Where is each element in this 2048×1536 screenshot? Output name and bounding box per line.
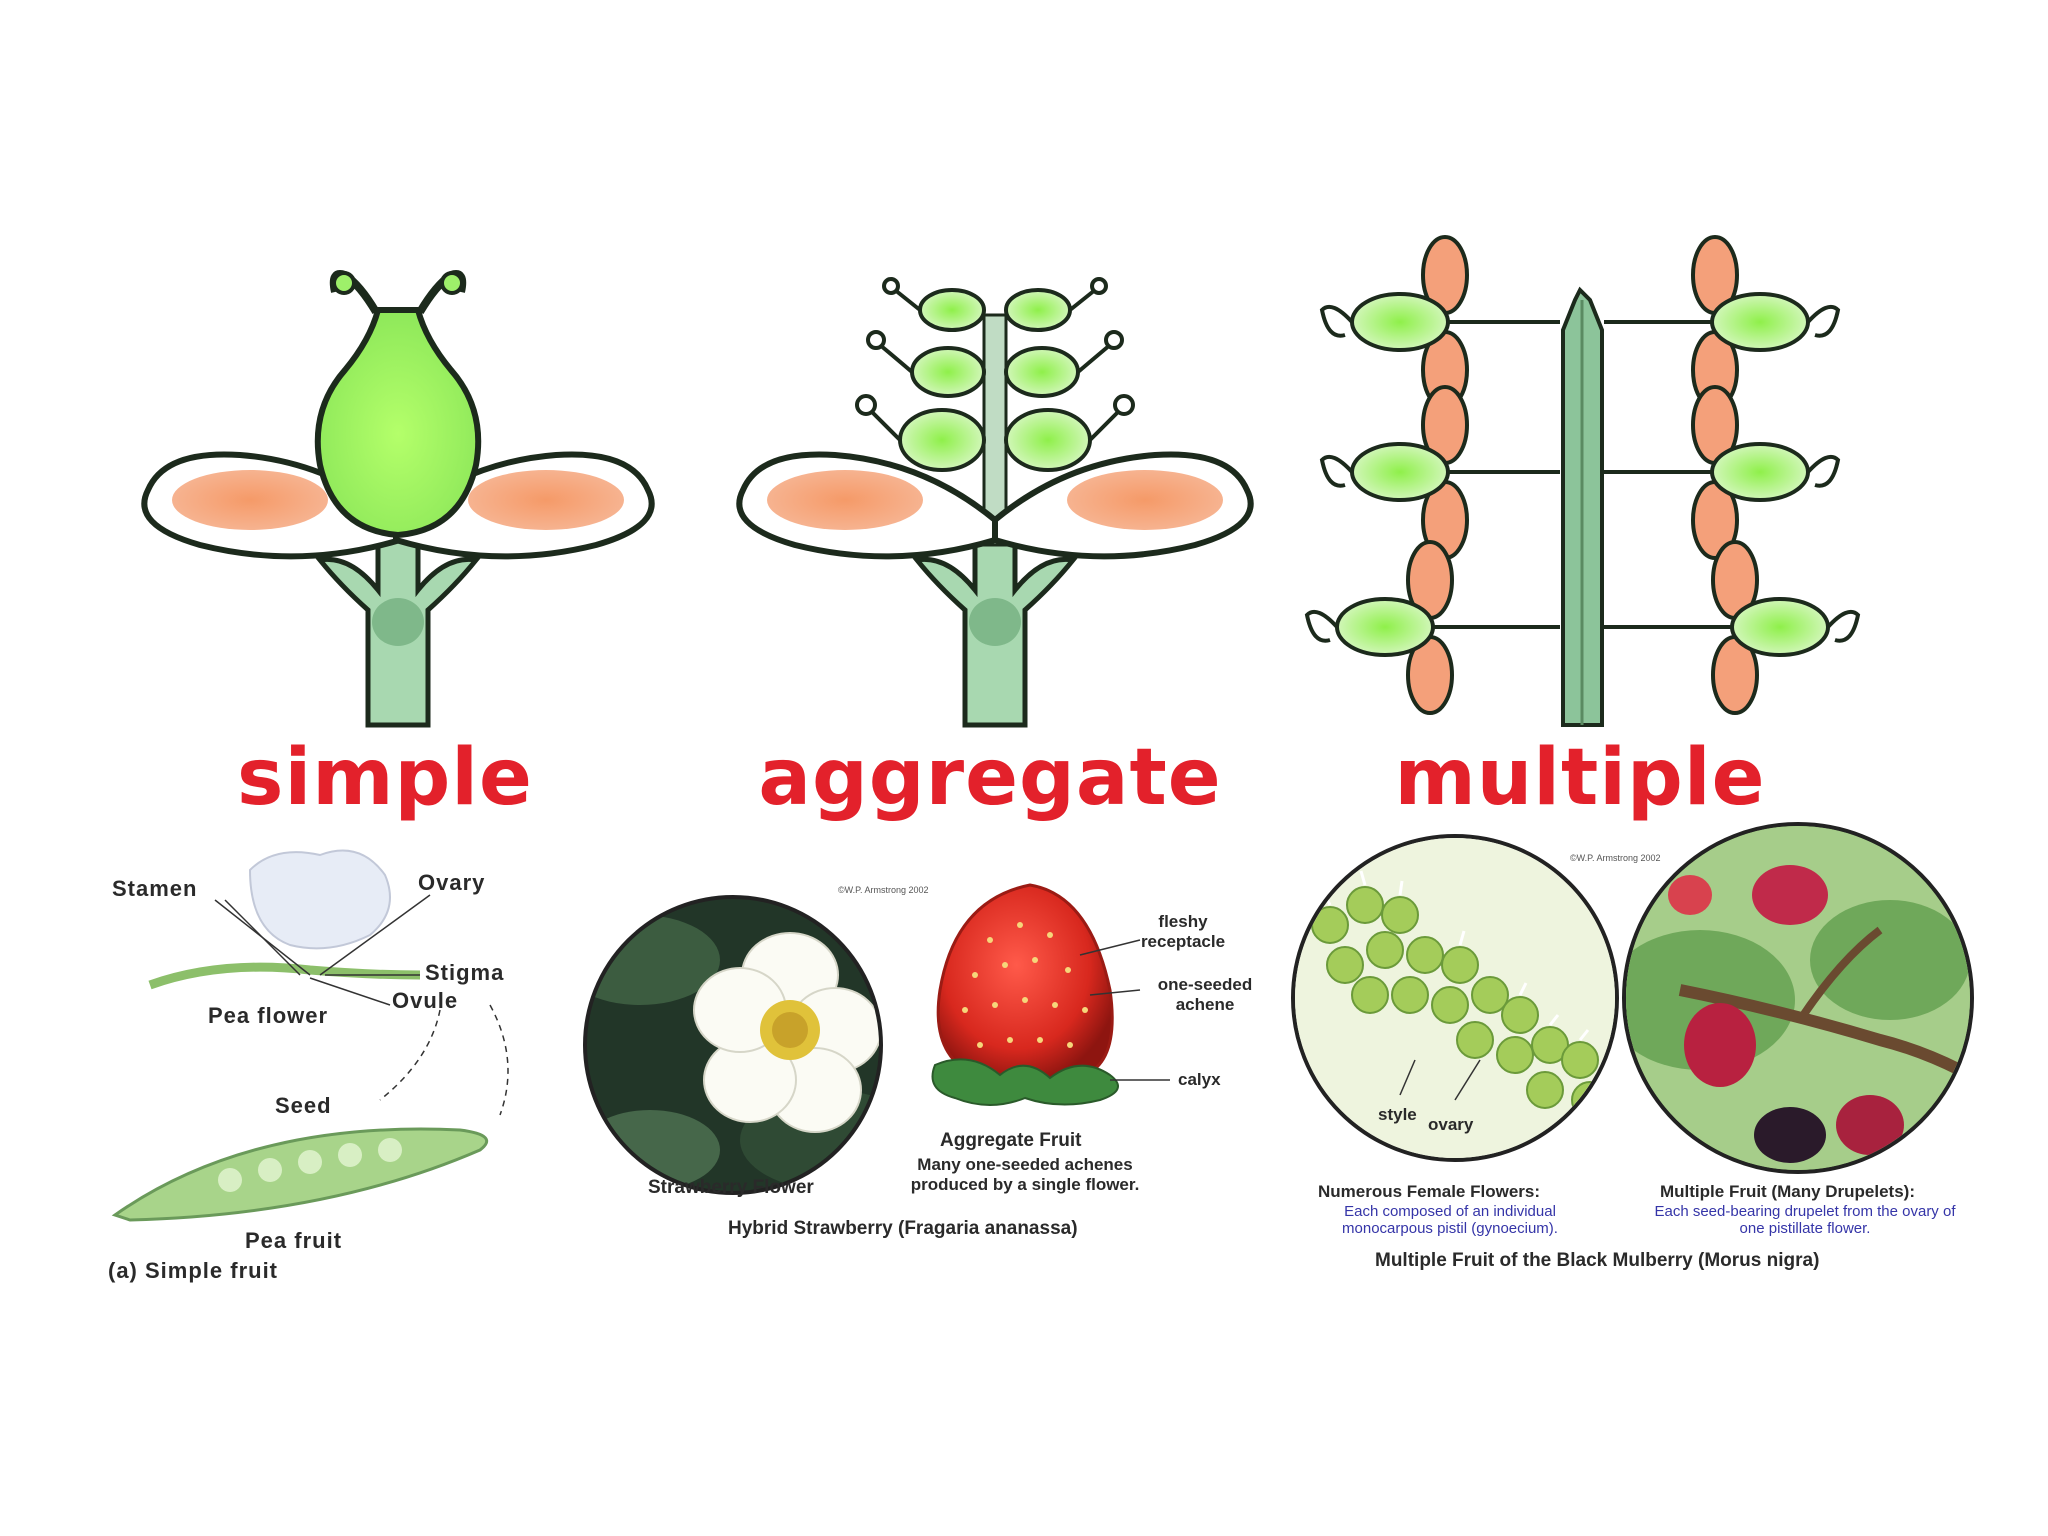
multiple-flower-left-3 — [1304, 540, 1560, 715]
pea-pod-figure — [111, 1127, 489, 1222]
multiple-flower-right-1 — [1604, 235, 1841, 410]
pea-pod — [111, 1127, 489, 1222]
label-seed: Seed — [275, 1093, 332, 1118]
label-ovary: Ovary — [418, 870, 486, 895]
multiple-flower-right-3 — [1604, 540, 1861, 715]
multiple-flower-left-2 — [1319, 385, 1560, 560]
caption-hybrid-strawberry: Hybrid Strawberry (Fragaria ananassa) — [728, 1218, 1078, 1239]
caption-simple-fruit: (a) Simple fruit — [108, 1258, 279, 1283]
pea-flower-figure — [148, 849, 509, 1116]
simple-left-petal-fill — [172, 470, 328, 530]
mulberry-fruit-photo — [1622, 822, 1974, 1174]
label-fleshy-receptacle: fleshy receptacle — [1140, 912, 1226, 951]
simple-ovary — [314, 307, 482, 539]
multiple-flower-right-2 — [1604, 385, 1841, 560]
mulberry-flowers-photo — [1291, 834, 1619, 1162]
label-female-flowers: Numerous Female Flowers: — [1318, 1182, 1541, 1201]
heading-simple: simple — [237, 733, 533, 823]
simple-ovule-base — [372, 598, 424, 646]
label-mulberry-ovary: ovary — [1428, 1115, 1474, 1134]
strawberry-calyx — [931, 1058, 1119, 1106]
strawberry-achenes — [962, 922, 1088, 1048]
multiple-inflorescence-illustration — [1304, 235, 1861, 727]
credit-aggregate: ©W.P. Armstrong 2002 — [838, 885, 929, 895]
multiple-flower-left-1 — [1319, 235, 1560, 410]
label-aggregate-fruit-desc: Many one-seeded achenes produced by a si… — [910, 1155, 1140, 1194]
strawberry-receptacle — [936, 883, 1114, 1087]
strawberry-fruit-photo — [931, 883, 1170, 1106]
label-pea-fruit: Pea fruit — [245, 1228, 343, 1253]
label-multiple-fruit: Multiple Fruit (Many Drupelets): — [1660, 1182, 1915, 1201]
label-style: style — [1378, 1105, 1417, 1124]
label-female-flowers-desc: Each composed of an individual monocarpo… — [1342, 1203, 1558, 1237]
aggregate-pistils — [855, 277, 1135, 472]
label-pea-flower: Pea flower — [208, 1003, 329, 1028]
simple-right-petal-fill — [468, 470, 624, 530]
label-calyx: calyx — [1178, 1070, 1221, 1089]
strawberry-leader-lines — [1079, 939, 1170, 1081]
heading-aggregate: aggregate — [758, 733, 1222, 823]
label-ovule: Ovule — [392, 988, 459, 1013]
mulberry-leader-lines — [1399, 1059, 1481, 1101]
label-strawberry-flower: Strawberry Flower — [648, 1177, 814, 1198]
pea-leader-lines — [214, 894, 509, 1116]
label-one-seeded-achene: one-seeded achene — [1157, 975, 1253, 1014]
strawberry-flower-photo — [583, 895, 883, 1195]
credit-multiple: ©W.P. Armstrong 2002 — [1570, 853, 1661, 863]
label-multiple-fruit-desc: Each seed-bearing drupelet from the ovar… — [1654, 1203, 1956, 1237]
simple-flower-illustration — [141, 270, 655, 728]
aggregate-receptacle-axis — [982, 313, 1008, 547]
label-stigma: Stigma — [425, 960, 505, 985]
aggregate-flower-illustration — [736, 277, 1254, 728]
caption-black-mulberry: Multiple Fruit of the Black Mulberry (Mo… — [1375, 1250, 1820, 1271]
pea-flower-stem — [148, 962, 421, 990]
heading-multiple: multiple — [1394, 733, 1766, 823]
label-stamen: Stamen — [112, 876, 198, 901]
label-aggregate-fruit: Aggregate Fruit — [940, 1130, 1082, 1151]
pea-flower-petal — [248, 849, 391, 950]
